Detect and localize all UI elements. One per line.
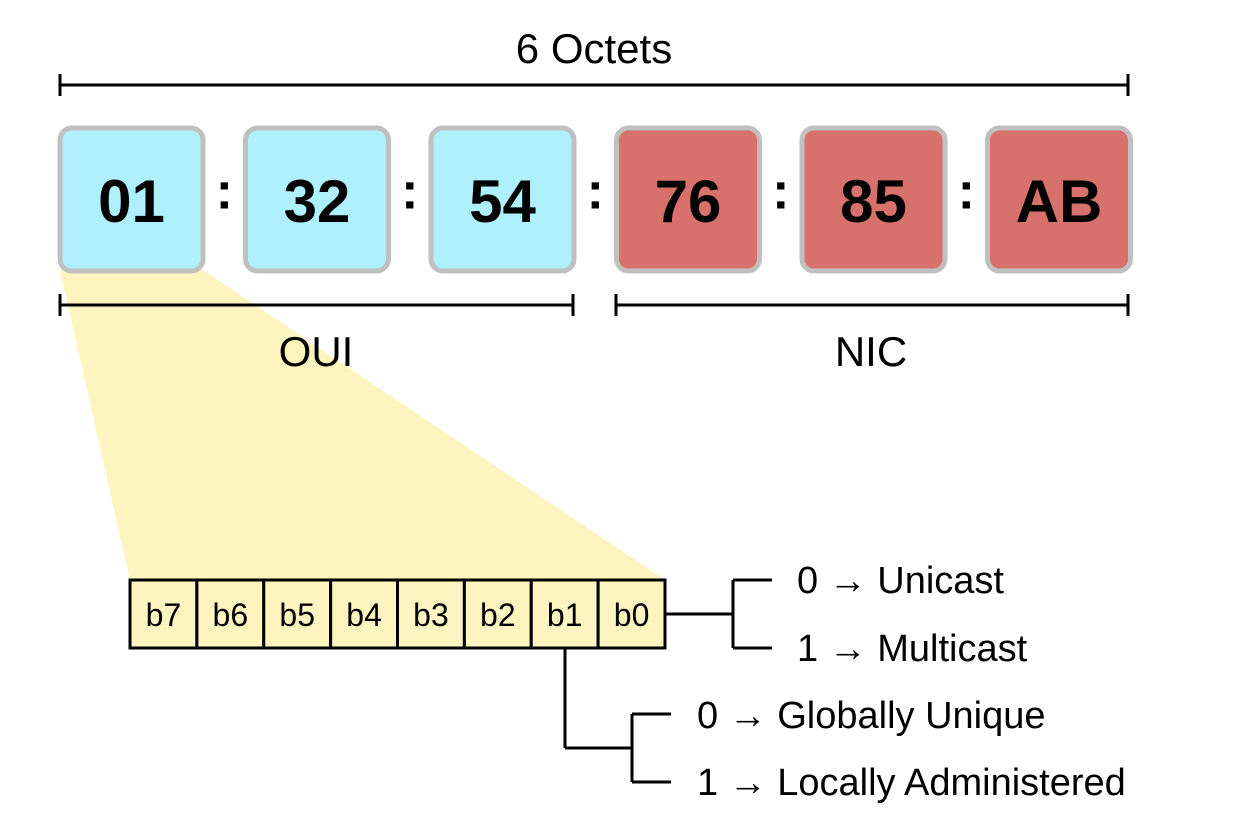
- octet-row: 01:32:54:76:85:AB: [57, 125, 1133, 274]
- oui-bracket: [58, 294, 575, 316]
- bit-cell-b1: b1: [529, 578, 600, 650]
- bit-cell-bg: [396, 578, 466, 650]
- b1-connector: [563, 648, 671, 784]
- octet-box-bg: [614, 125, 762, 274]
- b0-meaning-multicast: 1 → Multicast: [797, 628, 1028, 670]
- b0-meaning-unicast: 0 → Unicast: [797, 560, 1004, 602]
- bit-cell-bg: [596, 578, 667, 650]
- octet-value: 85: [840, 168, 907, 235]
- octet-box-bg: [799, 125, 948, 274]
- bit-cell-b4: b4: [329, 578, 399, 650]
- octet-separator: :: [958, 163, 975, 221]
- octet-value: AB: [1016, 168, 1103, 235]
- octets-span-bracket: [58, 74, 1130, 96]
- bit-label: b7: [146, 597, 182, 633]
- octet-box-bg: [428, 125, 577, 274]
- bit-label: b5: [279, 597, 315, 633]
- octet-separator: :: [216, 163, 233, 221]
- bit-label: b2: [480, 597, 516, 633]
- octet-box-6: AB: [985, 125, 1133, 274]
- octet-box-2: 32: [243, 125, 391, 274]
- b1-meaning-locally-administered: 1 → Locally Administered: [697, 762, 1126, 804]
- octet-box-1: 01: [57, 125, 206, 274]
- octet-value: 76: [655, 168, 722, 235]
- bit-cell-b6: b6: [195, 578, 266, 650]
- b1-meaning-globally-unique: 0 → Globally Unique: [697, 695, 1046, 737]
- octet-separator: :: [401, 163, 418, 221]
- bit-label: b4: [346, 597, 382, 633]
- octet-box-3: 54: [428, 125, 577, 274]
- octet-value: 32: [284, 168, 351, 235]
- octet-box-4: 76: [614, 125, 762, 274]
- nic-label: NIC: [835, 328, 907, 375]
- octet-box-bg: [985, 125, 1133, 274]
- nic-bracket: [614, 294, 1130, 316]
- oui-label: OUI: [279, 328, 354, 375]
- octet-box-5: 85: [799, 125, 948, 274]
- bit-cell-bg: [262, 578, 333, 650]
- bit-label: b3: [413, 597, 449, 633]
- b0-connector: [665, 578, 772, 650]
- bit-cell-b5: b5: [262, 578, 333, 650]
- octet-value: 54: [469, 168, 536, 235]
- octet-separator: :: [587, 163, 604, 221]
- octet-value: 01: [98, 168, 165, 235]
- zoom-highlight: [60, 270, 665, 580]
- bit-row: b7 b6 b5 b4 b3 b2 b1 b0: [128, 578, 667, 650]
- bit-cell-b2: b2: [462, 578, 533, 650]
- bit-cell-b0: b0: [596, 578, 667, 650]
- bit-cell-b3: b3: [396, 578, 466, 650]
- bit-label: b1: [547, 597, 583, 633]
- diagram-title: 6 Octets: [516, 25, 672, 72]
- octet-separator: :: [772, 163, 789, 221]
- bit-label: b6: [213, 597, 249, 633]
- bit-label: b0: [614, 597, 650, 633]
- octet-box-bg: [57, 125, 206, 274]
- bit-cell-b7: b7: [128, 578, 199, 650]
- octet-box-bg: [243, 125, 391, 274]
